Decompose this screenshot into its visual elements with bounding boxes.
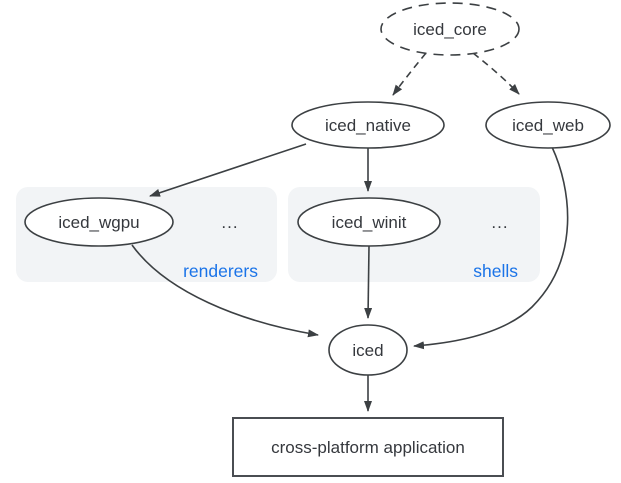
node-iced-winit-shape xyxy=(297,197,441,247)
node-iced-core-label: iced_core xyxy=(413,20,487,39)
node-iced-web-shape xyxy=(485,101,611,149)
edge-iced_core-iced_native xyxy=(392,52,427,96)
node-application-shape xyxy=(232,417,504,477)
node-iced-wgpu-shape xyxy=(24,197,174,247)
group-shells-ellipsis: ... xyxy=(491,213,508,232)
node-iced-web-label: iced_web xyxy=(512,116,584,135)
node-iced-core-shape xyxy=(380,2,520,56)
group-renderers-label: renderers xyxy=(183,261,258,281)
edge-iced_web-iced xyxy=(413,146,569,350)
node-iced-web: iced_web xyxy=(485,101,611,149)
node-iced-wgpu: iced_wgpu xyxy=(24,197,174,247)
node-iced-winit-label: iced_winit xyxy=(332,213,407,232)
node-iced-core: iced_core xyxy=(380,2,520,56)
group-shells-label: shells xyxy=(473,261,518,281)
node-application-label: cross-platform application xyxy=(271,438,465,457)
node-iced-label: iced xyxy=(352,341,383,360)
node-iced-native: iced_native xyxy=(291,101,445,149)
node-iced-native-shape xyxy=(291,101,445,149)
node-iced-shape xyxy=(328,324,408,376)
edge-iced_native-iced_wgpu xyxy=(149,143,307,197)
node-application: cross-platform application xyxy=(232,417,504,477)
group-renderers-ellipsis: ... xyxy=(221,213,238,232)
edge-iced_winit-iced xyxy=(364,245,373,319)
edge-iced_wgpu-iced xyxy=(131,244,319,338)
node-iced-wgpu-label: iced_wgpu xyxy=(58,213,139,232)
edge-iced_core-iced_web xyxy=(472,52,520,95)
node-iced-native-label: iced_native xyxy=(325,116,411,135)
node-iced: iced xyxy=(328,324,408,376)
node-iced-winit: iced_winit xyxy=(297,197,441,247)
